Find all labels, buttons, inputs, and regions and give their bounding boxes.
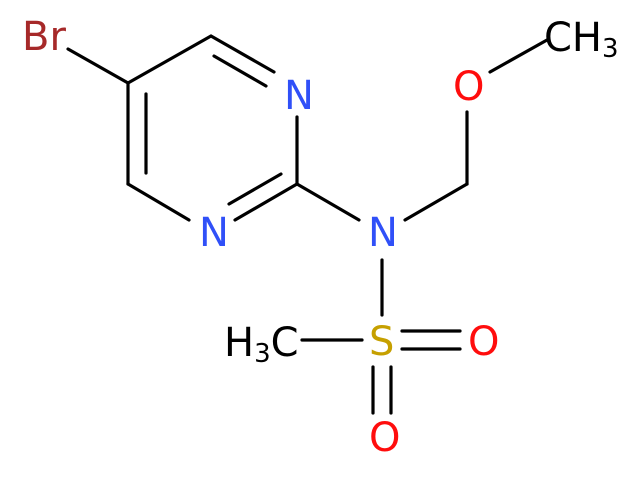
- atom-ch3-ether-main: CH: [544, 15, 602, 61]
- bond-ring-c6-n1: [209, 34, 276, 74]
- atom-labels: Br N N N O CH3 H3C S O O: [22, 14, 619, 461]
- bond-c2-namine: [295, 182, 361, 222]
- atom-n-ring-bottom: N: [199, 210, 229, 256]
- atom-n-amine: N: [368, 210, 398, 256]
- atom-ch3-ether: CH3: [544, 15, 619, 64]
- atom-ch3-sulfonyl-c: C: [271, 320, 299, 366]
- atom-ch3-sulfonyl-sub: 3: [254, 339, 271, 369]
- atom-n-ring-top: N: [284, 73, 314, 119]
- bond-ring-c6-n1-inner: [212, 54, 268, 88]
- bond-ring-n3-c4: [126, 182, 191, 222]
- bond-o-ch3: [488, 38, 549, 74]
- atom-ch3-sulfonyl: H3C: [224, 320, 299, 369]
- atom-o-sulfonyl-right: O: [468, 319, 499, 365]
- bond-ring-c2-n3: [233, 182, 299, 222]
- atom-o-ether: O: [453, 64, 484, 110]
- atom-s: S: [369, 319, 394, 365]
- atom-ch3-ether-sub: 3: [602, 34, 619, 64]
- bonds: [66, 34, 549, 415]
- bond-c5-br: [66, 47, 130, 85]
- bond-namine-ch2: [403, 182, 469, 222]
- atom-o-sulfonyl-bottom: O: [369, 415, 400, 461]
- atom-ch3-sulfonyl-h: H: [224, 320, 254, 366]
- bond-ring-c2-n3-inner: [227, 172, 283, 206]
- atom-br: Br: [22, 14, 66, 60]
- bond-ring-c5-c6: [126, 34, 213, 85]
